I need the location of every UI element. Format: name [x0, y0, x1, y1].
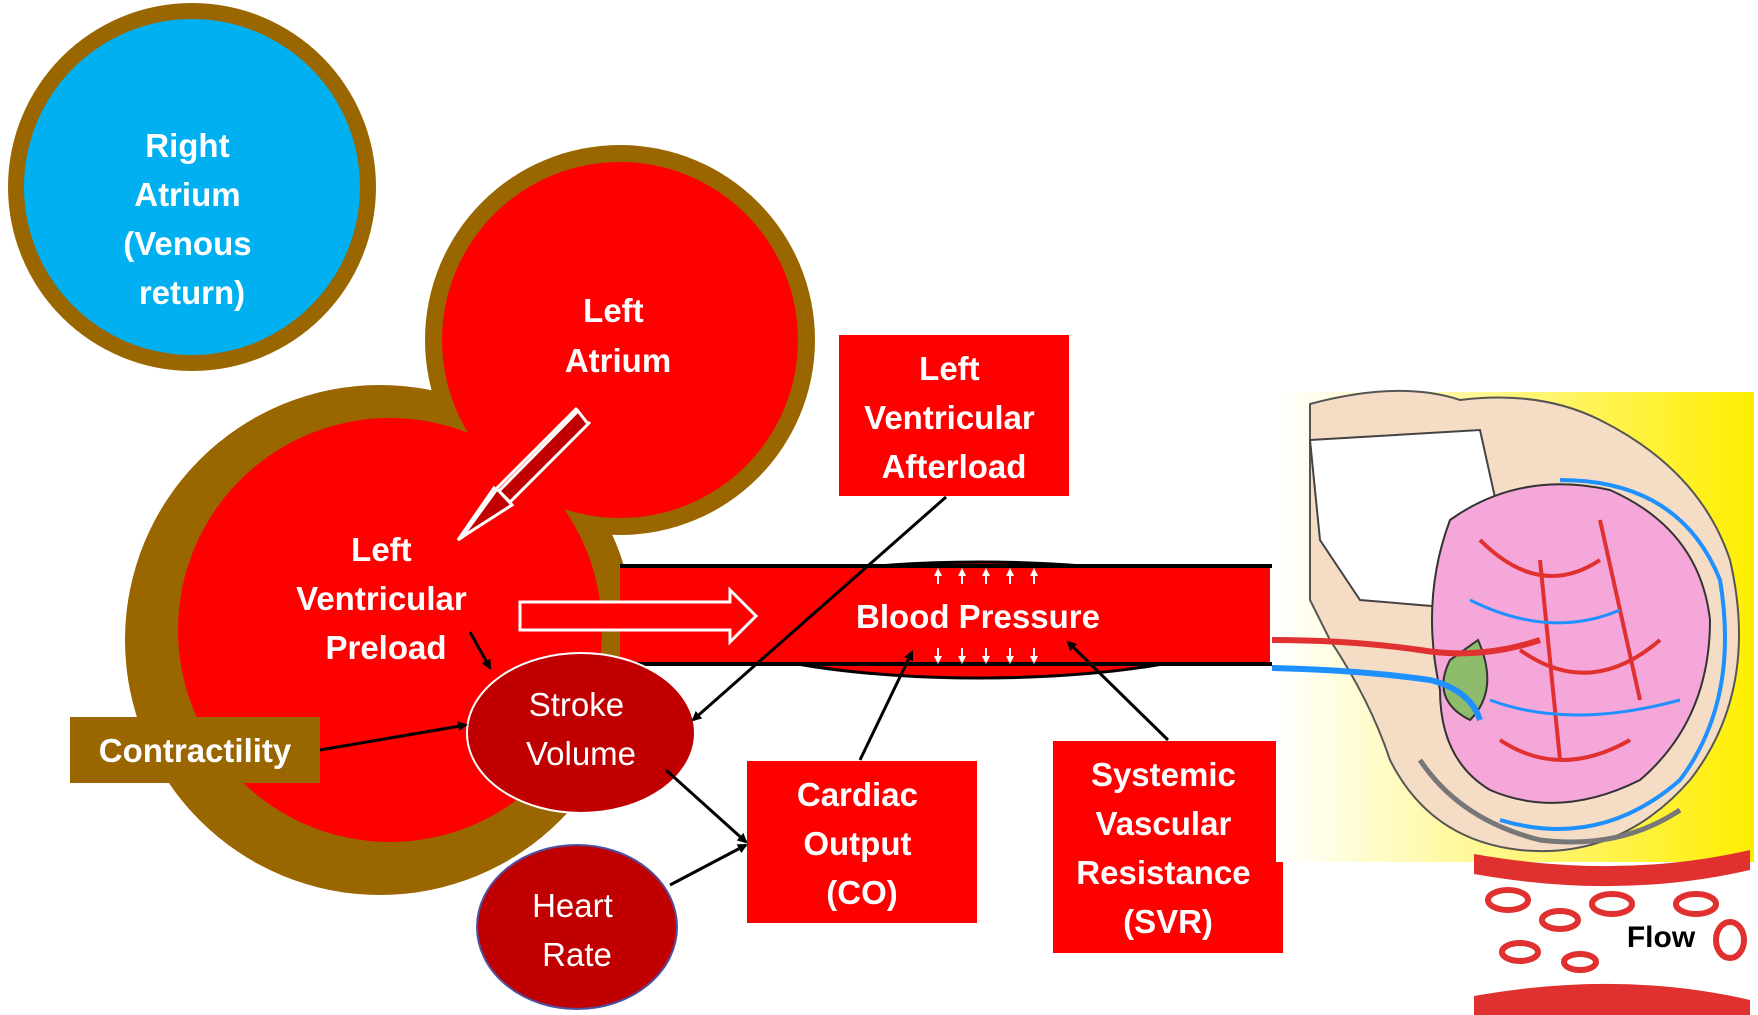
svr-label: Systemic Vascular Resistance (SVR): [1076, 756, 1259, 940]
organ-illustration: [1271, 389, 1754, 862]
lv-afterload-box: Left Ventricular Afterload: [837, 333, 1071, 498]
heart-rate-label: Heart Rate: [532, 887, 622, 973]
atrium-to-ventricle-arrow-fill: [460, 408, 590, 539]
contractility-label: Contractility: [99, 732, 292, 769]
pressure-arrows: [934, 568, 1038, 664]
right-atrium-label: Right Atrium (Venous return): [123, 127, 261, 311]
stroke-volume-node: Stroke Volume: [466, 652, 696, 814]
preload-to-sv-arrow: [468, 631, 492, 670]
sv-to-co-arrow: [664, 768, 748, 844]
afterload-to-sv-arrow: [691, 495, 947, 722]
svr-box: Systemic Vascular Resistance (SVR): [1051, 739, 1285, 955]
contractility-box: Contractility: [70, 717, 320, 783]
hr-to-co-arrow: [669, 843, 748, 887]
heart-rate-node: Heart Rate: [476, 844, 678, 1010]
blood-pressure-label: Blood Pressure: [856, 598, 1100, 635]
cardiac-output-box: Cardiac Output (CO): [745, 759, 979, 925]
ventricle-to-aorta-arrow: [518, 586, 759, 646]
lv-afterload-label: Left Ventricular Afterload: [864, 350, 1044, 485]
left-atrium-label: Left Atrium: [565, 292, 671, 379]
co-to-bp-arrow: [858, 650, 914, 761]
lv-preload-label: Left Ventricular Preload: [296, 531, 476, 666]
right-atrium: Right Atrium (Venous return): [8, 3, 376, 371]
cardiac-output-label: Cardiac Output (CO): [797, 776, 927, 911]
stroke-volume-label: Stroke Volume: [526, 686, 636, 772]
svr-to-bp-arrow: [1066, 640, 1170, 742]
contractility-to-sv-arrow: [319, 721, 468, 752]
flow-illustration: Flow: [1474, 850, 1750, 1015]
flow-label: Flow: [1627, 921, 1696, 954]
connector-arrows: [319, 495, 1170, 887]
